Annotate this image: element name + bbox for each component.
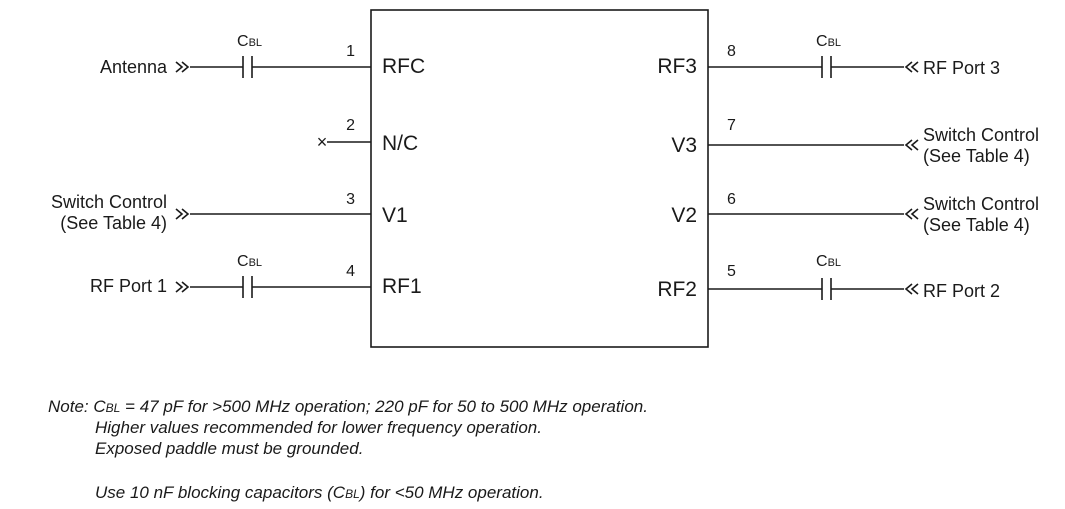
port-chevron-icon xyxy=(904,208,919,220)
label-antenna: Antenna xyxy=(100,57,168,77)
label-see-table-v3: (See Table 4) xyxy=(923,146,1030,166)
port-chevron-icon xyxy=(904,139,919,151)
note-line-1: Note: CBL = 47 pF for >500 MHz operation… xyxy=(48,397,648,416)
capacitor-label-antenna: CBL xyxy=(237,33,262,50)
wire-rf2 xyxy=(708,278,904,300)
note-line-4: Use 10 nF blocking capacitors (CBL) for … xyxy=(95,483,544,502)
port-chevron-icon xyxy=(175,61,190,73)
label-rf-port-1: RF Port 1 xyxy=(90,276,167,296)
pin-name-rf2: RF2 xyxy=(657,278,697,301)
label-see-table-v1: (See Table 4) xyxy=(60,213,167,233)
pin-number-7: 7 xyxy=(727,117,736,134)
pin-name-rfc: RFC xyxy=(382,55,425,78)
pin-number-4: 4 xyxy=(346,263,355,280)
label-switch-control-v1: Switch Control xyxy=(51,192,167,212)
pin-name-v3: V3 xyxy=(671,134,697,157)
wire-rfc xyxy=(190,56,371,78)
pin-name-rf1: RF1 xyxy=(382,275,422,298)
wire-rf3 xyxy=(708,56,904,78)
port-chevron-icon xyxy=(175,281,190,293)
note-line-2: Higher values recommended for lower freq… xyxy=(95,418,542,437)
pin-number-1: 1 xyxy=(346,43,355,60)
label-switch-control-v3: Switch Control xyxy=(923,125,1039,145)
no-connect-cross-icon: × xyxy=(317,132,328,152)
capacitor-label-rf2: CBL xyxy=(816,253,841,270)
label-switch-control-v2: Switch Control xyxy=(923,194,1039,214)
port-chevron-icon xyxy=(904,283,919,295)
pin-number-5: 5 xyxy=(727,263,736,280)
schematic-diagram: RFC N/C V1 RF1 RF3 V3 V2 RF2 1 2 3 4 8 7… xyxy=(51,9,1039,348)
pin-name-nc: N/C xyxy=(382,132,418,155)
pin-number-2: 2 xyxy=(346,117,355,134)
note-line-3: Exposed paddle must be grounded. xyxy=(95,439,364,458)
pin-name-v1: V1 xyxy=(382,204,408,227)
label-see-table-v2: (See Table 4) xyxy=(923,215,1030,235)
ic-body xyxy=(370,9,709,348)
port-chevron-icon xyxy=(175,208,190,220)
pin-name-rf3: RF3 xyxy=(657,55,697,78)
capacitor-label-rf1: CBL xyxy=(237,253,262,270)
pin-number-6: 6 xyxy=(727,191,736,208)
pin-number-8: 8 xyxy=(727,43,736,60)
port-chevron-icon xyxy=(904,61,919,73)
label-rf-port-2: RF Port 2 xyxy=(923,281,1000,301)
pin-name-v2: V2 xyxy=(671,204,697,227)
label-rf-port-3: RF Port 3 xyxy=(923,58,1000,78)
capacitor-label-rf3: CBL xyxy=(816,33,841,50)
pin-number-3: 3 xyxy=(346,191,355,208)
wire-rf1 xyxy=(190,276,371,298)
